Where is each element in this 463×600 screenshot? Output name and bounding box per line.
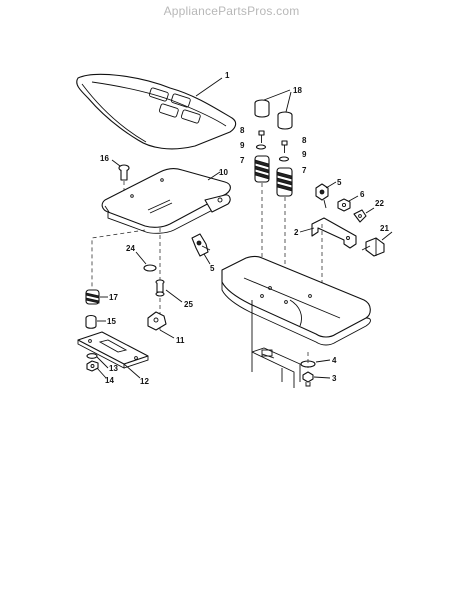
spring-small[interactable]	[85, 289, 100, 305]
callout-21: 21	[380, 224, 389, 233]
callout-3: 3	[332, 374, 337, 383]
callout-15: 15	[107, 317, 116, 326]
callout-25: 25	[184, 300, 193, 309]
switch-bracket[interactable]	[311, 217, 357, 290]
callout-7-left: 7	[240, 156, 245, 165]
spacer-right[interactable]	[277, 111, 293, 130]
callout-9-left: 9	[240, 141, 245, 150]
callout-4: 4	[332, 356, 337, 365]
seat-pan[interactable]	[101, 168, 231, 234]
callout-11: 11	[176, 336, 185, 345]
spring-left[interactable]	[254, 155, 270, 183]
seat-switch[interactable]	[315, 183, 329, 209]
flat-washer[interactable]	[143, 264, 157, 272]
carriage-bolt[interactable]	[155, 279, 165, 297]
hex-nut[interactable]	[86, 360, 99, 372]
seat-adjust-knob[interactable]	[118, 164, 130, 181]
wire-connector[interactable]	[361, 237, 385, 257]
callout-17: 14	[105, 376, 114, 385]
lock-washer[interactable]	[86, 353, 98, 359]
bolt-right[interactable]	[281, 140, 288, 153]
switch-nut[interactable]	[337, 198, 351, 212]
callout-18: 18	[293, 86, 302, 95]
spacer-left[interactable]	[254, 99, 270, 118]
callout-13: 13	[109, 364, 118, 373]
slide-bracket[interactable]	[77, 331, 149, 369]
retaining-clip[interactable]	[353, 209, 367, 223]
bolt-left[interactable]	[258, 130, 265, 143]
spring-right[interactable]	[276, 167, 293, 197]
seat[interactable]	[76, 73, 237, 150]
latch-left[interactable]	[191, 233, 211, 257]
callout-12: 12	[140, 377, 149, 386]
callout-8-left: 8	[240, 126, 245, 135]
washer-left[interactable]	[255, 144, 267, 150]
callout-10: 10	[219, 168, 228, 177]
seat-mount-frame[interactable]	[221, 255, 371, 389]
callout-9-right: 9	[302, 150, 307, 159]
latch-plate[interactable]	[147, 311, 167, 331]
frame-bolt[interactable]	[302, 371, 314, 387]
site-watermark: AppliancePartsPros.com	[163, 4, 300, 18]
callout-7-right: 7	[302, 166, 307, 175]
callout-5-left: 5	[210, 264, 215, 273]
callout-5-right: 5	[337, 178, 342, 187]
callout-22: 22	[375, 199, 384, 208]
bushing[interactable]	[85, 314, 97, 329]
callout-24: 24	[126, 244, 135, 253]
callout-8-right: 8	[302, 136, 307, 145]
callout-1: 1	[225, 71, 230, 80]
callout-6: 6	[360, 190, 365, 199]
callout-2: 2	[294, 228, 299, 237]
washer-right[interactable]	[278, 156, 290, 162]
callout-16: 17	[109, 293, 118, 302]
callout-14: 16	[100, 154, 109, 163]
